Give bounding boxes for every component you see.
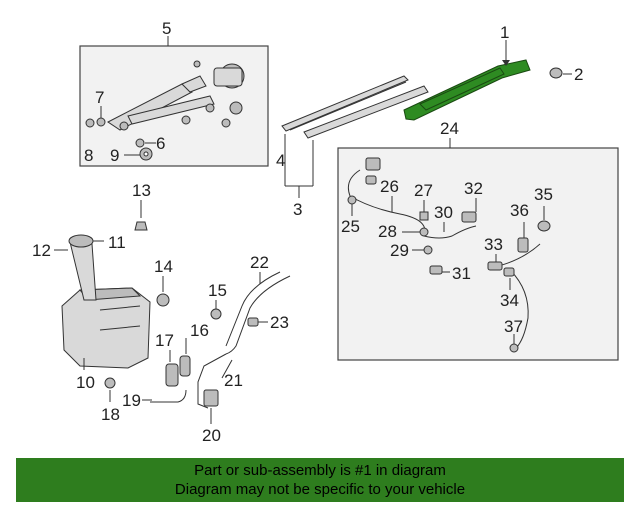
washer-hoses <box>347 157 551 353</box>
wiper-blade <box>281 75 429 139</box>
callout-23: 23 <box>270 313 289 332</box>
callout-33: 33 <box>484 235 503 254</box>
grommet-14 <box>156 293 170 307</box>
banner-line-1: Part or sub-assembly is #1 in diagram <box>194 462 446 479</box>
clip-23 <box>247 317 259 327</box>
callout-31: 31 <box>452 264 471 283</box>
callout-36: 36 <box>510 201 529 220</box>
callout-35: 35 <box>534 185 553 204</box>
callout-11: 11 <box>108 233 126 252</box>
callout-20: 20 <box>202 426 221 445</box>
washer-pump-17 <box>165 363 179 387</box>
callout-15: 15 <box>208 281 227 300</box>
callout-17: 17 <box>155 331 174 350</box>
callout-1: 1 <box>500 23 509 42</box>
callout-4: 4 <box>276 151 285 170</box>
callout-37: 37 <box>504 317 523 336</box>
parts-diagram: 1 2 3 4 5 6 7 8 9 10 11 12 13 14 15 16 1… <box>32 19 619 445</box>
washer-reservoir <box>61 234 151 369</box>
callout-16: 16 <box>190 321 209 340</box>
washer-hose-21 <box>197 353 227 409</box>
callout-8: 8 <box>84 146 93 165</box>
callout-3: 3 <box>293 200 302 219</box>
callout-32: 32 <box>464 179 483 198</box>
bracket-20 <box>203 389 219 407</box>
callout-21: 21 <box>224 371 243 390</box>
callout-24: 24 <box>440 119 459 138</box>
washer-hose-group-box <box>337 147 619 361</box>
callout-30: 30 <box>434 203 453 222</box>
info-banner: Part or sub-assembly is #1 in diagram Di… <box>16 458 624 502</box>
callout-27: 27 <box>414 181 433 200</box>
fastener-7 <box>96 117 106 127</box>
callout-12: 12 <box>32 241 51 260</box>
callout-28: 28 <box>378 222 397 241</box>
callout-29: 29 <box>390 241 409 260</box>
callout-26: 26 <box>380 177 399 196</box>
washer-pump-16 <box>179 355 191 377</box>
arm-cap-2 <box>549 67 563 79</box>
callout-18: 18 <box>101 405 120 424</box>
grommet-15 <box>210 308 222 320</box>
callout-25: 25 <box>341 217 360 236</box>
callout-19: 19 <box>122 391 141 410</box>
callout-9: 9 <box>110 146 119 165</box>
cap-13 <box>134 221 148 231</box>
callout-10: 10 <box>76 373 95 392</box>
callout-14: 14 <box>154 257 173 276</box>
callout-7: 7 <box>95 88 104 107</box>
callout-34: 34 <box>500 291 519 310</box>
grommet-18 <box>104 377 116 389</box>
nut-6 <box>135 138 145 148</box>
callout-22: 22 <box>250 253 269 272</box>
hose-19 <box>150 389 187 403</box>
callout-2: 2 <box>574 65 583 84</box>
nut-8 <box>85 118 95 128</box>
washer-9 <box>139 147 153 161</box>
banner-line-2: Diagram may not be specific to your vehi… <box>174 481 466 498</box>
callout-6: 6 <box>156 134 165 153</box>
callout-5: 5 <box>162 19 171 38</box>
wiper-arm-highlighted <box>403 59 531 121</box>
washer-hose-22 <box>225 271 291 355</box>
wiper-linkage-assembly <box>107 60 245 131</box>
callout-13: 13 <box>132 181 151 200</box>
